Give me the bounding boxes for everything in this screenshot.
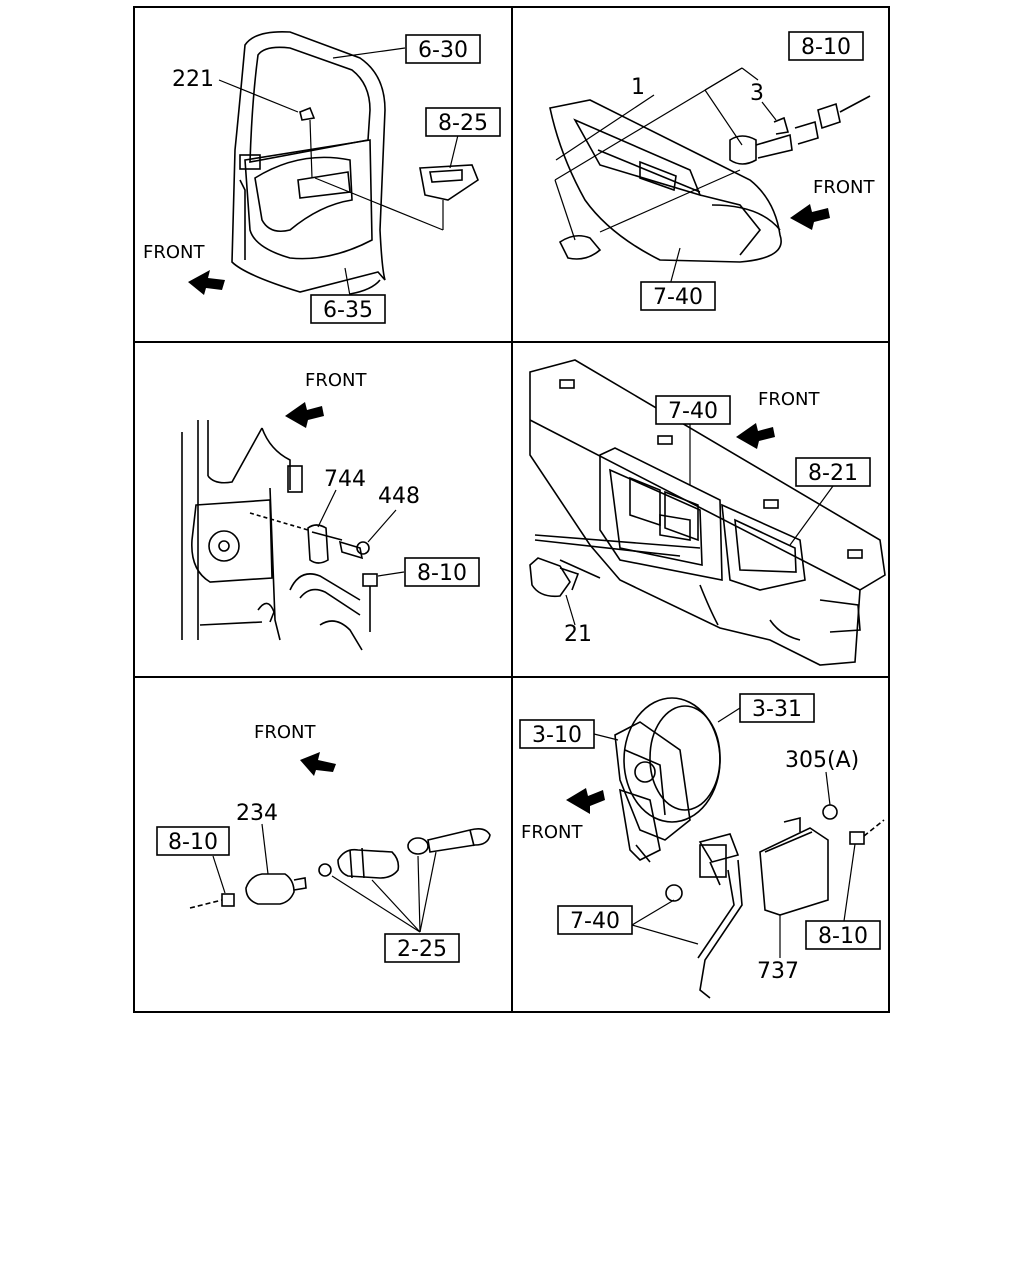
ref-label: 8-10 — [168, 830, 218, 855]
leader-lines — [317, 489, 405, 577]
front-label: FRONT — [521, 822, 583, 843]
ref-box-8-21: 8-21 — [795, 457, 871, 487]
part-number-1: 1 — [631, 75, 645, 100]
front-arrow: FRONT — [521, 788, 605, 843]
door-frame-illustration — [181, 420, 378, 651]
part-number-21: 21 — [564, 622, 592, 647]
leader-lines — [554, 67, 777, 286]
part-number-221: 221 — [172, 67, 214, 92]
dash-bezel-illustration — [549, 95, 871, 263]
transmission-sensor-panel: FRONT 8-10 2-25 234 — [156, 722, 491, 963]
brake-booster-panel: FRONT 3-31 3-10 7-40 8-10 305(A) 737 — [519, 693, 885, 999]
ref-label: 6-30 — [418, 38, 468, 63]
ref-box-7-40: 7-40 — [557, 905, 633, 935]
ref-box-3-10: 3-10 — [519, 719, 595, 749]
ref-label: 2-25 — [397, 937, 447, 962]
door-panel: FRONT 6-30 8-25 6-35 221 — [143, 30, 501, 324]
sensor-illustration — [189, 828, 491, 909]
ref-label: 8-10 — [417, 561, 467, 586]
front-label: FRONT — [143, 242, 205, 263]
diagram-grid — [133, 6, 890, 1013]
ref-box-6-35: 6-35 — [310, 294, 386, 324]
front-arrow: FRONT — [790, 177, 875, 230]
ref-box-6-30: 6-30 — [405, 34, 481, 64]
ref-box-2-25: 2-25 — [384, 933, 460, 963]
ref-label: 8-10 — [818, 924, 868, 949]
part-number-744: 744 — [324, 467, 366, 492]
ref-box-8-10: 8-10 — [404, 557, 480, 587]
leader-lines — [593, 707, 856, 958]
front-arrow: FRONT — [143, 242, 225, 295]
ref-label: 3-10 — [532, 723, 582, 748]
ref-box-8-25: 8-25 — [425, 107, 501, 137]
front-label: FRONT — [254, 722, 316, 743]
ref-box-8-10: 8-10 — [788, 31, 864, 61]
dash-switch-panel: FRONT 8-10 7-40 1 3 — [549, 31, 875, 311]
front-label: FRONT — [305, 370, 367, 391]
ref-box-7-40: 7-40 — [655, 395, 731, 425]
front-arrow: FRONT — [254, 722, 336, 776]
ref-label: 8-10 — [801, 35, 851, 60]
instrument-panel-illustration — [529, 359, 886, 666]
ref-label: 3-31 — [752, 697, 802, 722]
front-arrow: FRONT — [736, 389, 820, 449]
part-number-3: 3 — [750, 81, 764, 106]
front-label: FRONT — [813, 177, 875, 198]
part-number-305a: 305(A) — [785, 748, 859, 773]
ref-box-8-10: 8-10 — [156, 826, 230, 856]
ref-label: 6-35 — [323, 298, 373, 323]
ref-label: 8-25 — [438, 111, 488, 136]
part-number-448: 448 — [378, 484, 420, 509]
ref-label: 7-40 — [668, 399, 718, 424]
front-label: FRONT — [758, 389, 820, 410]
instrument-panel: FRONT 7-40 8-21 21 — [529, 359, 886, 666]
door-illustration — [231, 30, 479, 295]
front-arrow: FRONT — [285, 370, 367, 428]
ref-box-7-40: 7-40 — [640, 281, 716, 311]
ref-box-3-31: 3-31 — [739, 693, 815, 723]
leader-lines — [218, 47, 459, 297]
ref-label: 7-40 — [653, 285, 703, 310]
door-switch-panel: FRONT 8-10 744 448 — [181, 370, 480, 651]
leader-lines — [565, 424, 834, 626]
leader-lines — [212, 823, 437, 933]
part-number-737: 737 — [757, 959, 799, 984]
booster-illustration — [614, 697, 885, 999]
ref-box-8-10: 8-10 — [805, 920, 881, 950]
ref-label: 7-40 — [570, 909, 620, 934]
part-number-234: 234 — [236, 801, 278, 826]
ref-label: 8-21 — [808, 461, 858, 486]
